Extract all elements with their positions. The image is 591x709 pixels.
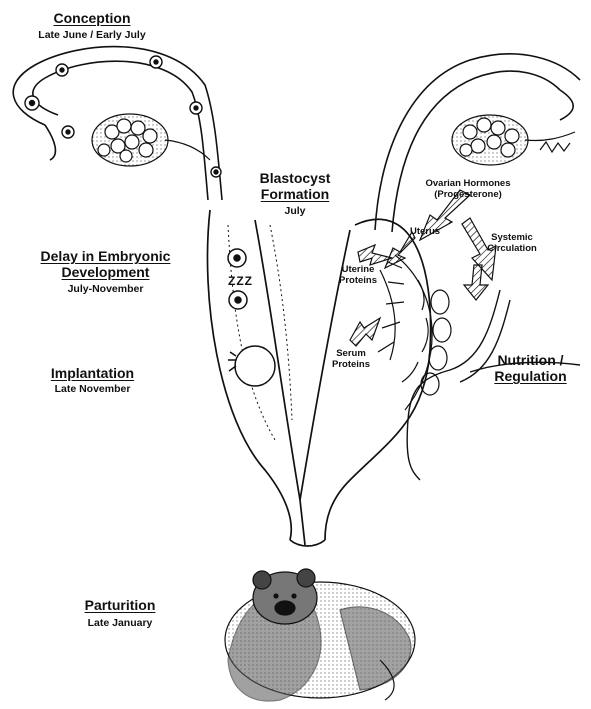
ovarian-hormones-line2: (Progesterone) <box>408 189 528 200</box>
systemic-vessels <box>407 290 580 480</box>
parturition-title: Parturition <box>60 597 180 613</box>
uterus-arrow <box>385 232 415 268</box>
nutrition-label: Nutrition / Regulation <box>478 352 583 384</box>
systemic-circulation-label: Systemic Circulation <box>472 232 552 254</box>
serum-line1: Serum <box>324 348 378 359</box>
delay-title-line2: Development <box>18 264 193 280</box>
systemic-line2: Circulation <box>472 243 552 254</box>
systemic-line1: Systemic <box>472 232 552 243</box>
delay-label: Delay in Embryonic Development July-Nove… <box>18 248 193 295</box>
endometrium-folds <box>378 255 451 410</box>
uterine-proteins-label: Uterine Proteins <box>330 264 386 286</box>
zzz-sleep-label: ZZZ <box>228 274 253 288</box>
ovarian-hormones-label: Ovarian Hormones (Progesterone) <box>408 178 528 200</box>
delay-title-line1: Delay in Embryonic <box>18 248 193 264</box>
serum-line2: Proteins <box>324 359 378 370</box>
blastocyst-label: Blastocyst Formation July <box>250 170 340 217</box>
implantation-title: Implantation <box>30 365 155 381</box>
blastocyst-title-line2: Formation <box>250 186 340 202</box>
right-ovary <box>452 115 575 165</box>
nutrition-title-line2: Regulation <box>478 368 583 384</box>
implantation-label: Implantation Late November <box>30 365 155 395</box>
blastocyst-title-line1: Blastocyst <box>250 170 340 186</box>
conception-label: Conception Late June / Early July <box>22 10 162 41</box>
conception-title: Conception <box>22 10 162 26</box>
uterine-line1: Uterine <box>330 264 386 275</box>
implantation-subtitle: Late November <box>30 383 155 395</box>
conception-subtitle: Late June / Early July <box>22 29 162 41</box>
parturition-subtitle: Late January <box>60 617 180 629</box>
parturition-label: Parturition Late January <box>60 597 180 629</box>
uterus-label: Uterus <box>410 226 440 237</box>
bear-cub-illustration <box>225 569 415 701</box>
blastocyst-subtitle: July <box>250 205 340 217</box>
ovarian-hormones-line1: Ovarian Hormones <box>408 178 528 189</box>
embryos <box>228 249 275 386</box>
left-ovary <box>92 114 210 166</box>
uterine-line2: Proteins <box>330 275 386 286</box>
serum-proteins-arrow <box>350 318 380 346</box>
delay-subtitle: July-November <box>18 283 193 295</box>
serum-proteins-label: Serum Proteins <box>324 348 378 370</box>
nutrition-title-line1: Nutrition / <box>478 352 583 368</box>
